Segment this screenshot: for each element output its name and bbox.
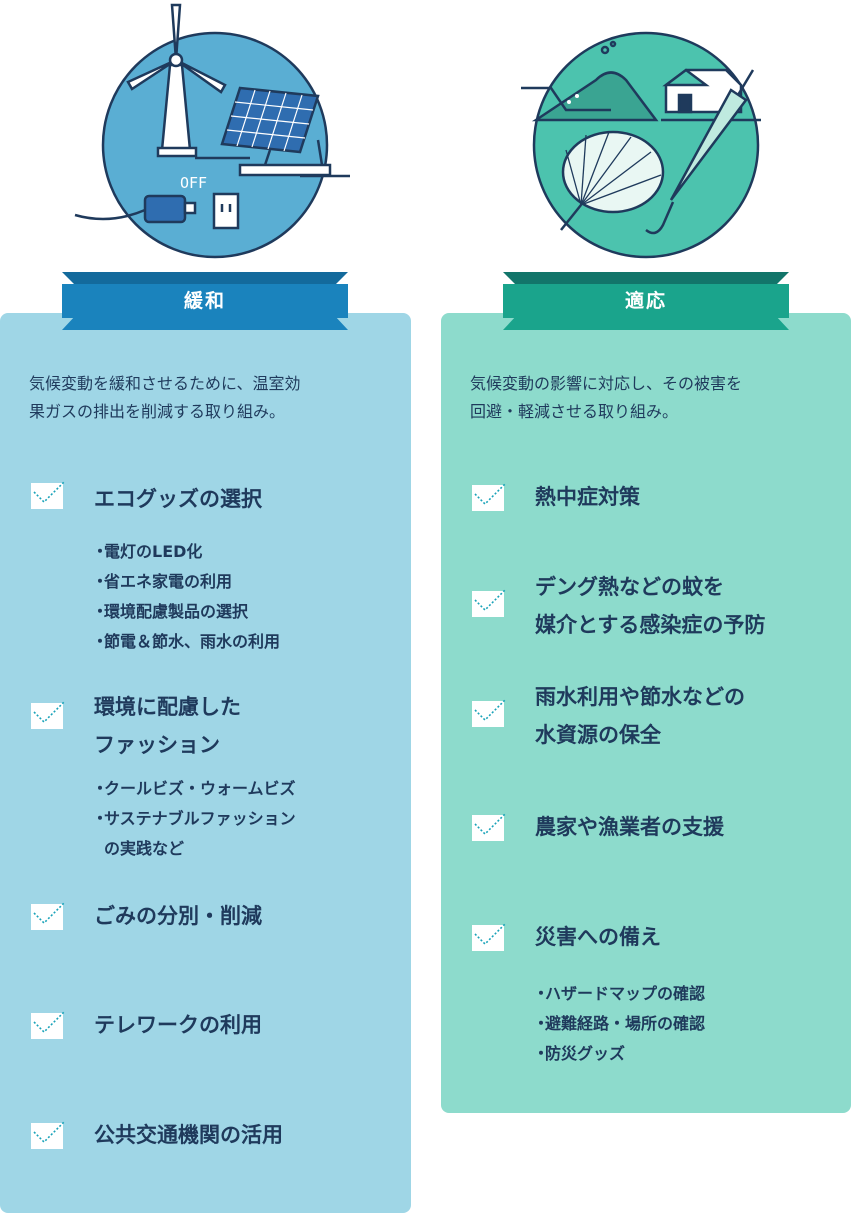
off-label: OFF (180, 174, 207, 192)
mitigation-description: 気候変動を緩和させるために、温室効 果ガスの排出を削減する取り組み。 (29, 374, 301, 421)
mitigation-item-fashion-bullets: ・クールビズ・ウォームビズ ・サステナブルファッション の実践など (92, 774, 296, 864)
check-icon (472, 923, 506, 951)
adaptation-panel (441, 313, 851, 1113)
item-title: ごみの分別・削減 (94, 904, 262, 928)
list-item: ・避難経路・場所の確認 (533, 1014, 706, 1033)
fan-icon (560, 130, 665, 231)
adaptation-description: 気候変動の影響に対応し、その被害を 回避・軽減させる取り組み。 (470, 374, 743, 421)
item-title: 熱中症対策 (535, 485, 640, 509)
outlet-icon (212, 192, 240, 230)
mitigation-ribbon (62, 272, 348, 330)
list-item: ・サステナブルファッション (92, 809, 296, 828)
check-icon (472, 813, 506, 841)
adaptation-illustration (521, 31, 761, 259)
mitigation-panel (0, 313, 411, 1213)
list-item: ・ハザードマップの確認 (533, 984, 706, 1003)
item-title: エコグッズの選択 (94, 487, 262, 511)
item-title: 環境に配慮した ファッション (94, 695, 241, 757)
hill-icon (521, 40, 761, 122)
solar-panel-icon (195, 86, 350, 178)
list-item: ・節電＆節水、雨水の利用 (92, 632, 281, 651)
mitigation-item-eco-goods-bullets: ・電灯のLED化 ・省エネ家電の利用 ・環境配慮製品の選択 ・節電＆節水、雨水の… (92, 537, 280, 657)
list-item: ・防災グッズ (533, 1044, 626, 1063)
check-icon (472, 483, 506, 511)
check-icon (31, 481, 65, 509)
umbrella-icon (645, 69, 755, 235)
check-icon (31, 701, 65, 729)
wind-turbine-icon (126, 3, 227, 158)
check-icon (31, 1011, 65, 1039)
item-title: デング熱などの蚊を 媒介とする感染症の予防 (535, 575, 766, 637)
check-icon (472, 699, 506, 727)
list-item: ・電灯のLED化 (92, 542, 203, 561)
adaptation-item-disaster-bullets: ・ハザードマップの確認 ・避難経路・場所の確認 ・防災グッズ (533, 979, 705, 1069)
list-item: ・環境配慮製品の選択 (92, 602, 249, 621)
item-title: 災害への備え (535, 925, 661, 949)
list-item: ・クールビズ・ウォームビズ (92, 779, 296, 798)
list-item: の実践など (104, 839, 185, 858)
item-title: 雨水利用や節水などの 水資源の保全 (535, 685, 745, 747)
check-icon (31, 1121, 65, 1149)
check-icon (31, 902, 65, 930)
house-icon (662, 68, 743, 114)
item-title: 農家や漁業者の支援 (535, 815, 724, 839)
mitigation-illustration: OFF (74, 3, 350, 259)
list-item: ・省エネ家電の利用 (92, 572, 233, 591)
item-title: テレワークの利用 (94, 1013, 262, 1037)
item-title: 公共交通機関の活用 (94, 1123, 283, 1147)
check-icon (472, 589, 506, 617)
adaptation-ribbon (503, 272, 789, 330)
plug-icon (74, 194, 197, 224)
